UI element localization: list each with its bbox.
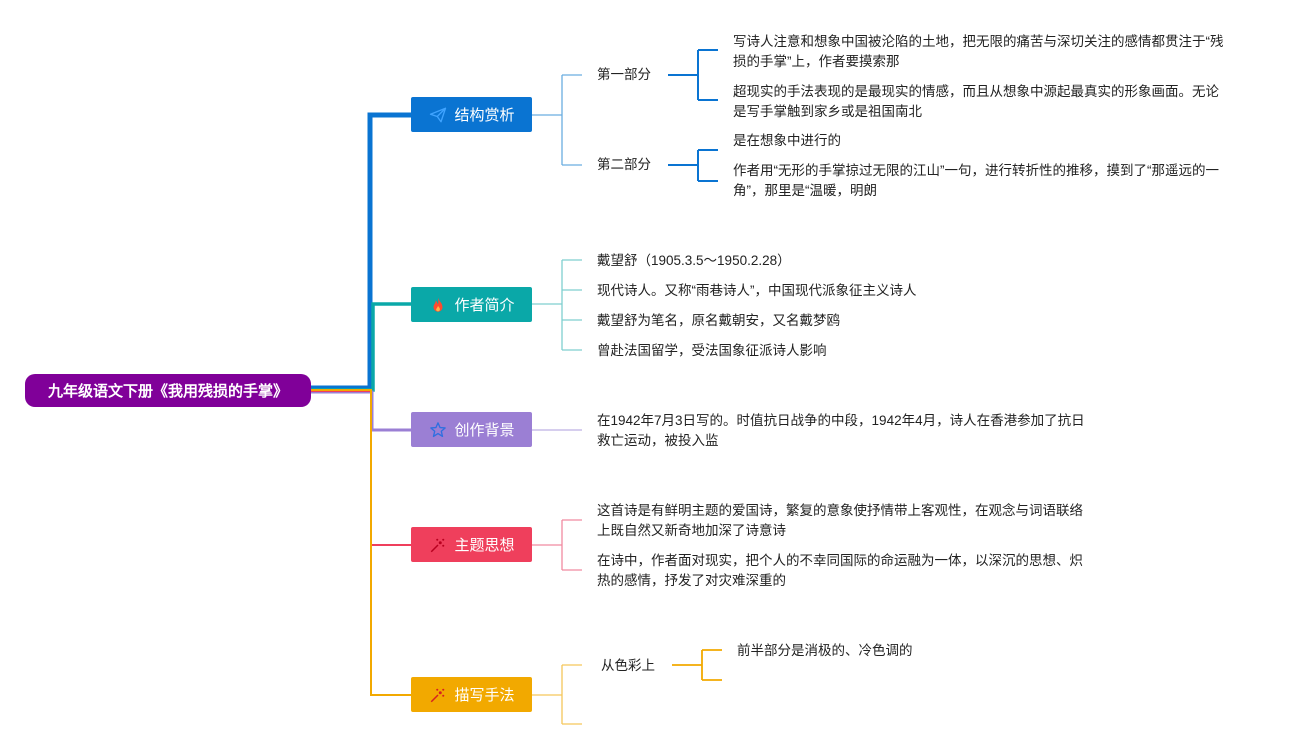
node-part-two-item[interactable]: 作者用“无形的手掌掠过无限的江山”一句，进行转折性的推移，摸到了“那遥远的一角”…	[733, 163, 1219, 198]
branch-technique-label: 描写手法	[454, 687, 515, 704]
node-theme-item[interactable]: 这首诗是有鲜明主题的爱国诗，繁复的意象使抒情带上客观性，在观念与词语联络上既自然…	[597, 503, 1083, 538]
node-part-one[interactable]: 第一部分	[597, 67, 651, 82]
branch-author-label: 作者简介	[454, 297, 515, 314]
node-part-two-item[interactable]: 是在想象中进行的	[733, 133, 841, 148]
link-structure-children	[532, 74, 582, 166]
branch-theme[interactable]: 主题思想	[411, 527, 532, 562]
node-background-item[interactable]: 在1942年7月3日写的。时值抗日战争的中段，1942年4月，诗人在香港参加了抗…	[597, 413, 1085, 448]
link-root-technique	[311, 389, 411, 696]
link-theme-children	[532, 519, 582, 571]
branch-technique[interactable]: 描写手法	[411, 677, 532, 712]
link-root-theme	[311, 390, 411, 546]
node-part-one-item[interactable]: 写诗人注意和想象中国被沦陷的土地，把无限的痛苦与深切关注的感情都贯注于“残损的手…	[733, 34, 1224, 69]
link-technique-children	[532, 664, 582, 725]
link-author-children	[532, 259, 582, 351]
node-theme-item[interactable]: 在诗中，作者面对现实，把个人的不幸同国际的命运融为一体，以深沉的思想、炽热的感情…	[597, 553, 1083, 588]
branch-theme-label: 主题思想	[454, 537, 515, 554]
star-outline-icon	[428, 420, 448, 440]
link-part2-children	[668, 149, 718, 182]
sparkle-icon	[428, 535, 448, 555]
link-part1-children	[668, 49, 718, 101]
paper-plane-icon	[428, 105, 448, 125]
node-part-two[interactable]: 第二部分	[597, 157, 651, 172]
link-root-author	[311, 302, 411, 392]
node-color[interactable]: 从色彩上	[601, 658, 655, 673]
link-color-children	[672, 649, 722, 681]
branch-structure[interactable]: 结构赏析	[411, 97, 532, 132]
branch-structure-label: 结构赏析	[454, 107, 515, 124]
node-author-item[interactable]: 现代诗人。又称“雨巷诗人”，中国现代派象征主义诗人	[597, 283, 917, 298]
node-color-item[interactable]: 前半部分是消极的、冷色调的	[737, 643, 913, 658]
branch-background-label: 创作背景	[454, 422, 515, 439]
root-topic-label: 九年级语文下册《我用残损的手掌》	[47, 383, 288, 400]
node-author-item[interactable]: 曾赴法国留学，受法国象征派诗人影响	[597, 343, 827, 358]
fire-icon	[428, 295, 448, 315]
root-topic[interactable]: 九年级语文下册《我用残损的手掌》	[25, 374, 311, 407]
branch-author[interactable]: 作者简介	[411, 287, 532, 322]
node-author-item[interactable]: 戴望舒（1905.3.5～1950.2.28）	[597, 253, 791, 268]
node-part-one-item[interactable]: 超现实的手法表现的是最现实的情感，而且从想象中源起最真实的形象画面。无论是写手掌…	[733, 84, 1219, 119]
node-author-item[interactable]: 戴望舒为笔名，原名戴朝安，又名戴梦鸥	[597, 313, 840, 328]
link-root-structure	[311, 112, 411, 391]
link-root-background	[311, 390, 411, 432]
sparkle-icon	[428, 685, 448, 705]
branch-background[interactable]: 创作背景	[411, 412, 532, 447]
